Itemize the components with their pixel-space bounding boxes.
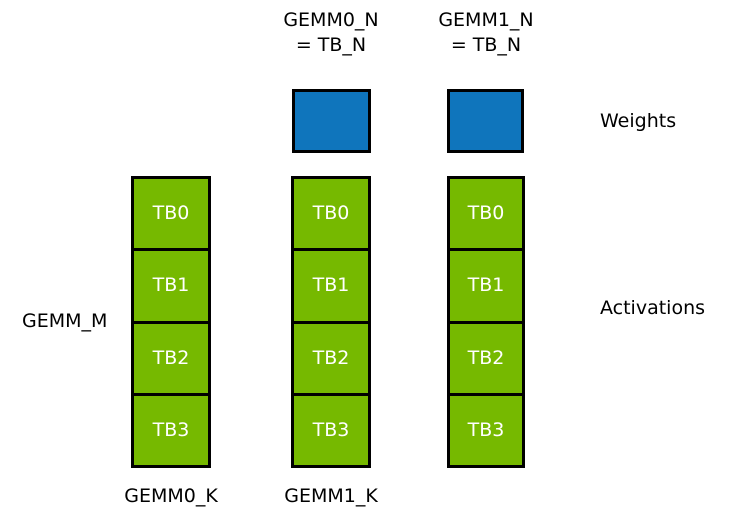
activation-cell-label: TB0 <box>467 202 505 225</box>
weights-block-gemm1[interactable] <box>447 89 524 153</box>
label-activations: Activations <box>600 297 706 319</box>
activation-cell-label: TB0 <box>152 202 190 225</box>
activation-column-gemm1: TB0 TB1 TB2 TB3 <box>447 176 525 468</box>
activation-cell[interactable]: TB1 <box>131 248 211 324</box>
activation-cell[interactable]: TB0 <box>131 176 211 252</box>
label-weights: Weights <box>600 110 677 132</box>
weights-block-gemm0[interactable] <box>292 89 371 153</box>
activation-cell[interactable]: TB1 <box>447 248 525 324</box>
activation-cell-label: TB2 <box>467 346 505 369</box>
activation-cell-label: TB2 <box>152 346 190 369</box>
activation-cell-label: TB3 <box>152 418 190 441</box>
activation-cell[interactable]: TB0 <box>447 176 525 252</box>
activation-cell-label: TB1 <box>467 274 505 297</box>
activation-cell[interactable]: TB3 <box>291 392 371 468</box>
label-gemm0-k: GEMM0_K <box>124 485 218 507</box>
label-gemm0-n: GEMM0_N = TB_N <box>283 9 379 56</box>
activation-cell[interactable]: TB2 <box>447 320 525 396</box>
activation-cell[interactable]: TB3 <box>131 392 211 468</box>
label-gemm1-k: GEMM1_K <box>284 485 378 507</box>
activation-cell-label: TB3 <box>467 418 505 441</box>
label-gemm-m: GEMM_M <box>22 310 108 332</box>
activation-cell[interactable]: TB2 <box>131 320 211 396</box>
activation-cell[interactable]: TB1 <box>291 248 371 324</box>
activation-cell[interactable]: TB0 <box>291 176 371 252</box>
label-gemm1-n: GEMM1_N = TB_N <box>438 9 534 56</box>
activation-cell-label: TB0 <box>312 202 350 225</box>
activation-cell-label: TB3 <box>312 418 350 441</box>
activation-column-gemm0: TB0 TB1 TB2 TB3 <box>291 176 371 468</box>
activation-cell-label: TB1 <box>152 274 190 297</box>
activation-cell[interactable]: TB3 <box>447 392 525 468</box>
activation-column-gemm-m: TB0 TB1 TB2 TB3 <box>131 176 211 468</box>
activation-cell[interactable]: TB2 <box>291 320 371 396</box>
activation-cell-label: TB1 <box>312 274 350 297</box>
activation-cell-label: TB2 <box>312 346 350 369</box>
